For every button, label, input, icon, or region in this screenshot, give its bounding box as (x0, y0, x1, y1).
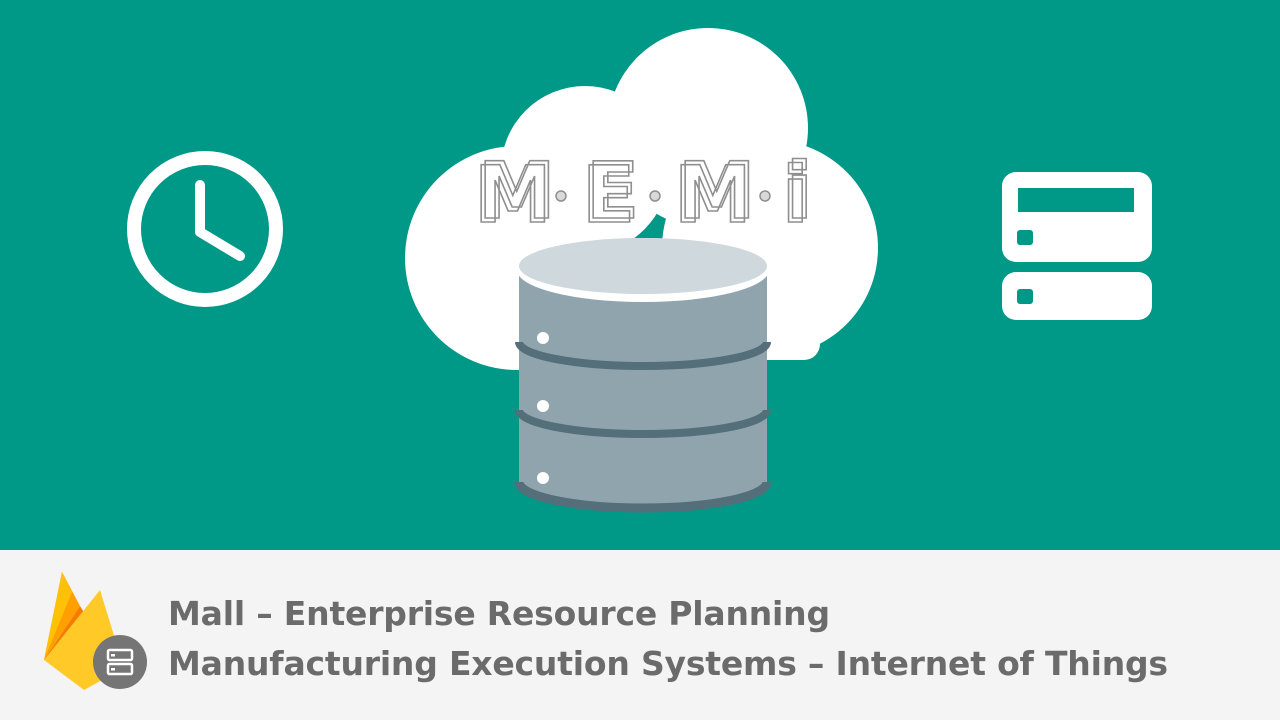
caption-line-1: Mall – Enterprise Resource Planning (168, 594, 830, 633)
hero-banner (0, 0, 1280, 550)
caption-line-2: Manufacturing Execution Systems – Intern… (168, 644, 1168, 683)
caption-footer (0, 550, 1280, 720)
